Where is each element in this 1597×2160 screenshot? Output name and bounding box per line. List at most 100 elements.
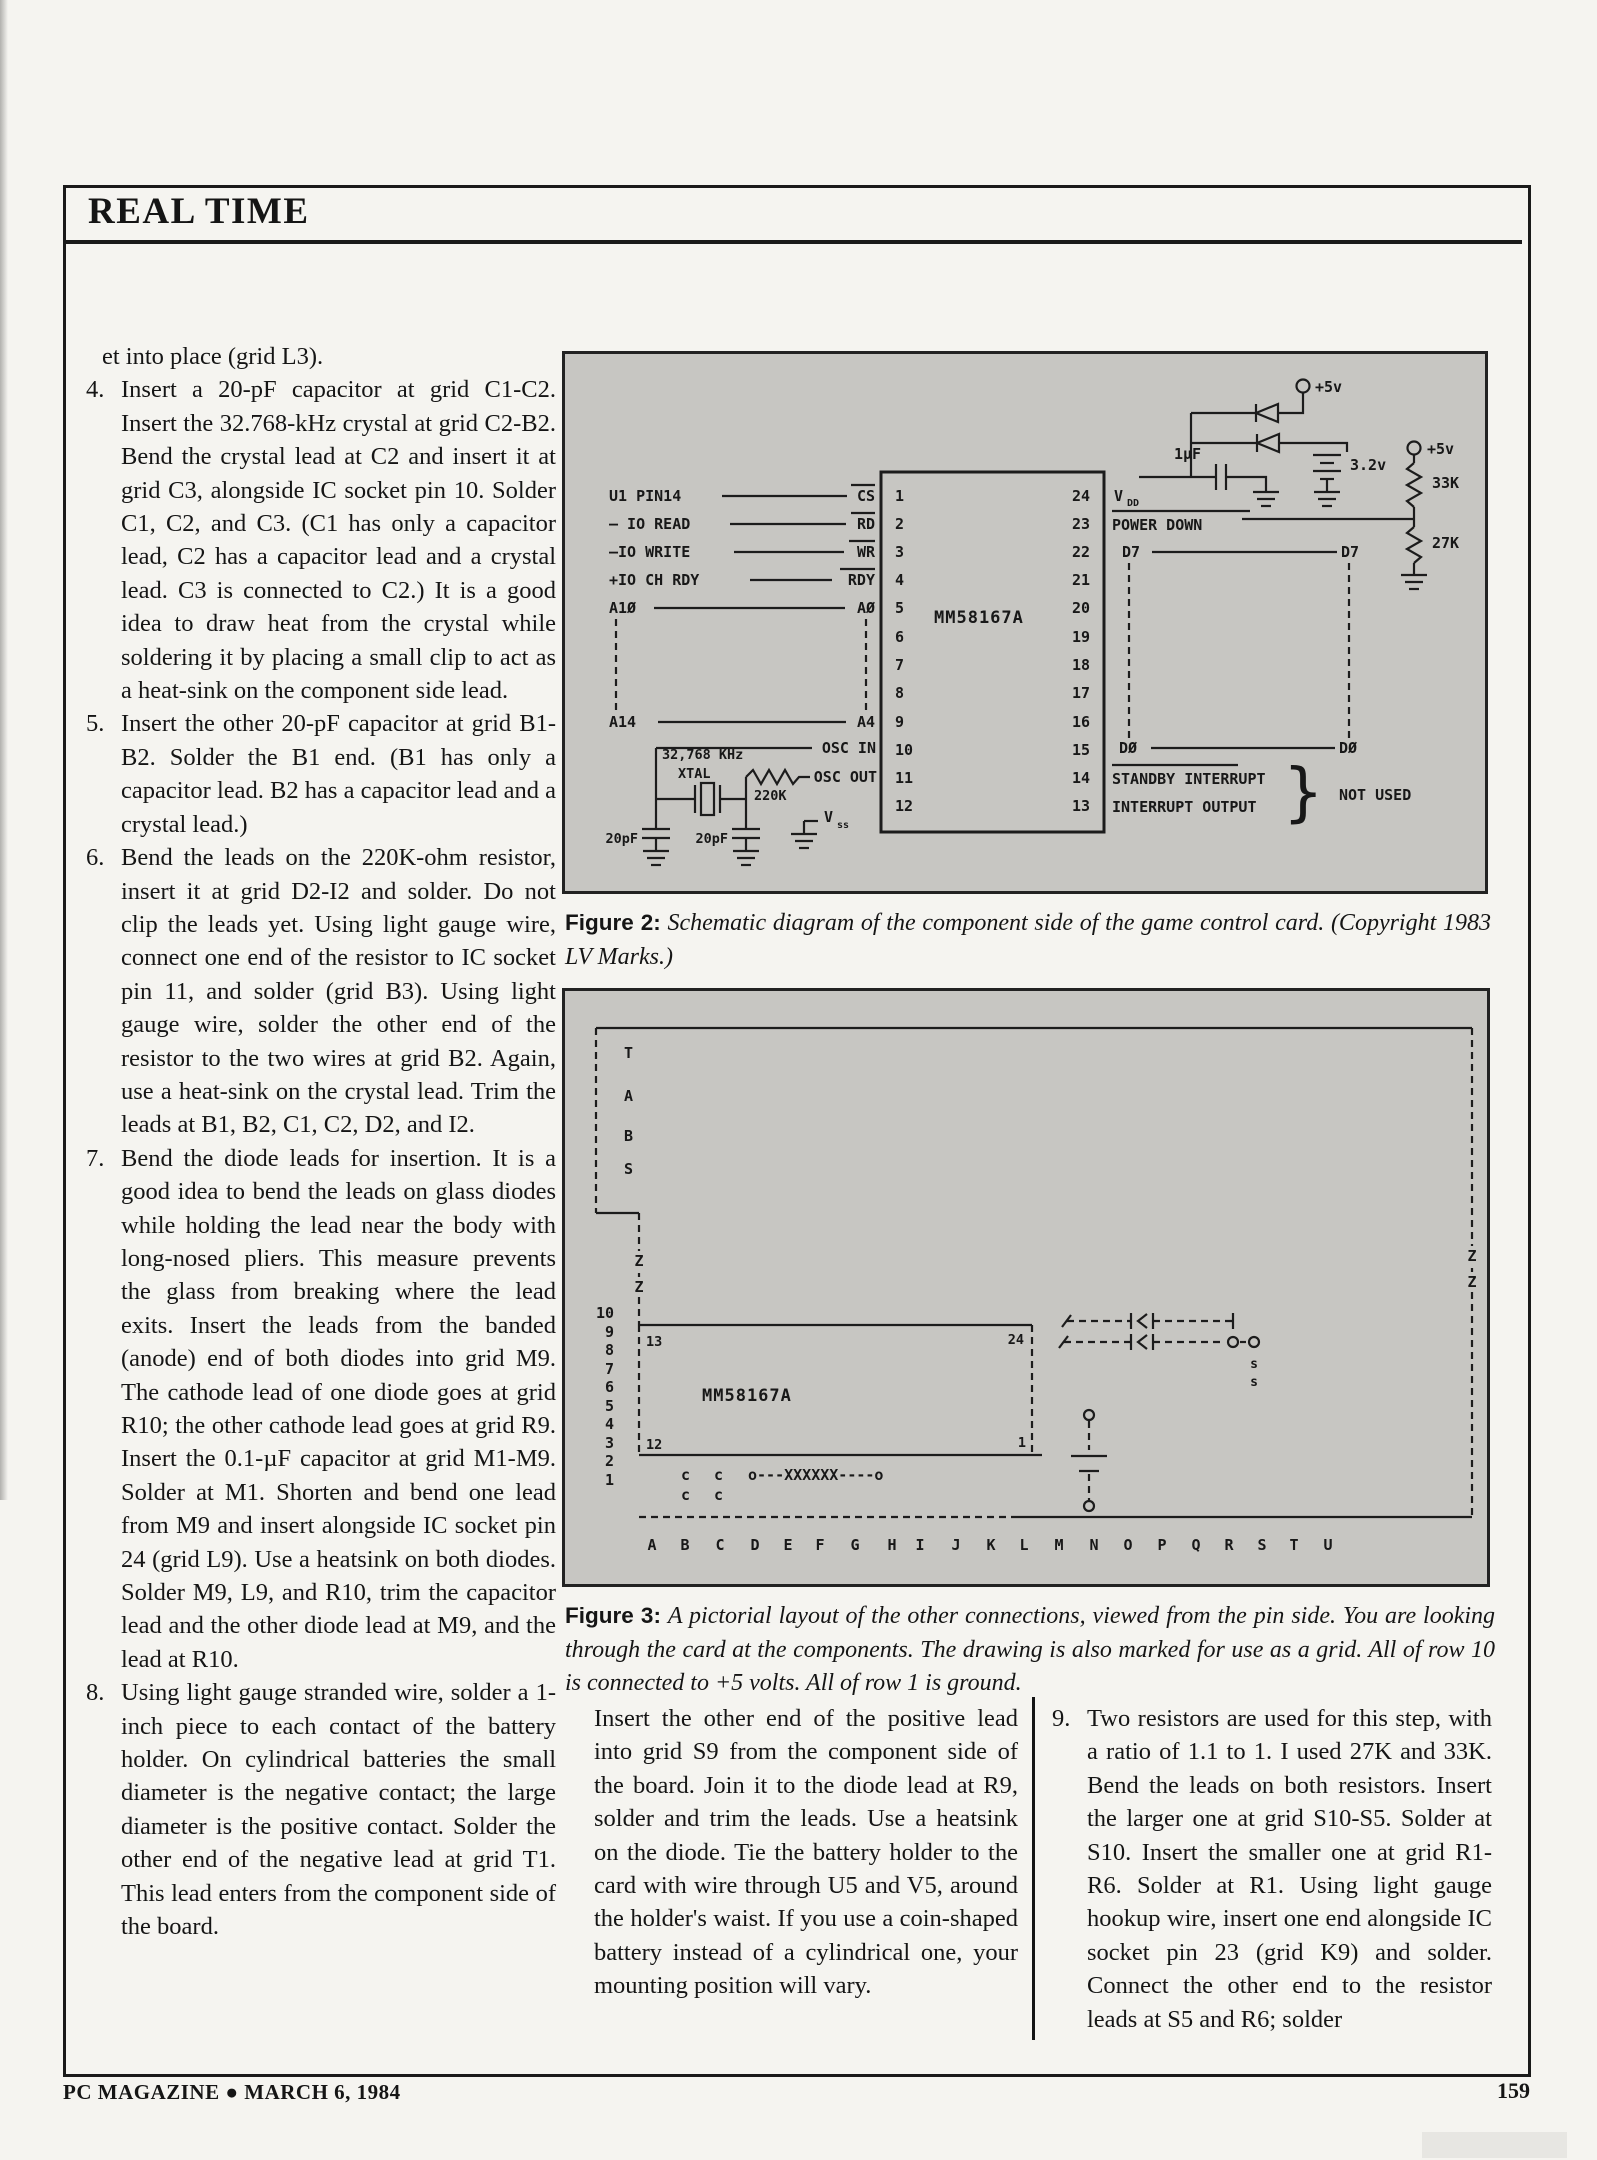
fig2-ic-chip: MM58167A (879, 470, 1106, 834)
footer-page-number: 159 (1497, 2078, 1530, 2103)
figure3-caption-text: A pictorial layout of the other connecti… (565, 1603, 1496, 1696)
figure3-layout: T A B S Z Z Z Z 10 9 8 7 6 5 4 3 2 1 (562, 988, 1490, 1587)
fig2-chip-label: MM58167A (934, 608, 1024, 628)
svg-text:2: 2 (895, 515, 904, 533)
svg-text:Z: Z (1467, 1273, 1476, 1291)
fig2-backup-power-circuit: +5v 3.2v (1139, 378, 1386, 508)
svg-text:6: 6 (895, 628, 904, 646)
svg-text:F: F (815, 1536, 824, 1554)
fig2-vdd-label: V (1114, 487, 1123, 505)
item-number: 8. (86, 1679, 105, 1707)
item-text: Using light gauge stranded wire, solder … (121, 1679, 556, 1941)
fig2-wr-label: WR (857, 543, 876, 561)
fig2-220k-label: 220K (754, 788, 787, 804)
item-text: Bend the diode leads for insertion. It i… (121, 1144, 556, 1673)
fig2-signal-a10: A1Ø (609, 599, 636, 617)
svg-text:Z: Z (634, 1278, 643, 1296)
fig3-capacitor-row: c c o---XXXXXX----o c c (681, 1466, 883, 1504)
fig2-battery-label: 3.2v (1350, 456, 1386, 474)
svg-text:R: R (1224, 1536, 1234, 1554)
figure2-caption: Figure 2: Schematic diagram of the compo… (565, 906, 1491, 974)
figure2-caption-text: Schematic diagram of the component side … (565, 910, 1492, 970)
svg-text:4: 4 (605, 1415, 614, 1433)
item-text: Two resistors are used for this step, wi… (1087, 1705, 1492, 2033)
fig2-plus5v-b: +5v (1427, 440, 1454, 458)
fig2-standby-label: STANDBY INTERRUPT (1112, 770, 1266, 788)
fig2-powerdown-label: POWER DOWN (1112, 516, 1202, 534)
fig2-a4-label: A4 (857, 713, 875, 731)
fig2-d0-right: DØ (1339, 739, 1357, 757)
paragraph-continuation: et into place (grid L3). (102, 343, 324, 370)
fig3-diode-rows: s s (1058, 1313, 1261, 1390)
fig2-d0-left: DØ (1119, 739, 1137, 757)
svg-text:S: S (624, 1160, 633, 1178)
svg-text:I: I (915, 1536, 924, 1554)
item-number: 6. (86, 844, 105, 872)
fig3-chip-label: MM58167A (702, 1386, 792, 1406)
svg-text:8: 8 (605, 1341, 614, 1359)
fig3-board-outline (594, 1026, 1474, 1519)
svg-text:19: 19 (1072, 628, 1090, 646)
svg-text:17: 17 (1072, 684, 1090, 702)
svg-text:O: O (1123, 1536, 1132, 1554)
figure2-caption-label: Figure 2: (565, 910, 661, 935)
list-item-4: 4. Insert a 20-pF capacitor at grid C1-C… (86, 373, 556, 707)
svg-text:10: 10 (895, 741, 913, 759)
fig2-rdy-label: RDY (848, 571, 875, 589)
figure2-schematic: MM58167A 1 2 3 4 5 6 7 8 9 10 11 12 24 2… (562, 351, 1488, 894)
svg-text:G: G (850, 1536, 859, 1554)
middle-column: Insert the other end of the positive lea… (594, 1702, 1018, 2003)
item-text: Bend the leads on the 220K-ohm resistor,… (121, 844, 556, 1139)
svg-text:7: 7 (895, 656, 904, 674)
fig2-d7-left: D7 (1122, 543, 1140, 561)
fig2-signal-a14: A14 (609, 713, 636, 731)
svg-text:18: 18 (1072, 656, 1090, 674)
svg-text:24: 24 (1072, 487, 1090, 505)
fig2-cs-label: CS (857, 487, 875, 505)
svg-text:1: 1 (605, 1471, 614, 1489)
svg-text:9: 9 (605, 1323, 614, 1341)
left-column: et into place (grid L3). 4. Insert a 20-… (86, 340, 556, 1944)
svg-text:Z: Z (634, 1252, 643, 1270)
item-number: 5. (86, 710, 105, 738)
svg-text:B: B (680, 1536, 689, 1554)
svg-text:20: 20 (1072, 599, 1090, 617)
svg-text:5: 5 (895, 599, 904, 617)
fig3-ic-chip: 13 24 12 1 MM58167A (637, 1323, 1042, 1457)
header-rule (66, 188, 1522, 244)
svg-text:J: J (951, 1536, 960, 1554)
svg-text:9: 9 (895, 713, 904, 731)
fig3-pin12: 12 (646, 1437, 662, 1453)
fig2-signal-ioread: – IO READ (609, 515, 690, 533)
fig2-d7-right: D7 (1341, 543, 1359, 561)
scan-edge-shadow (0, 0, 8, 1500)
fig3-column-letters: A B C D E F G H I J K L M N O P Q R S T … (647, 1536, 1332, 1554)
fig2-27k-label: 27K (1432, 534, 1459, 552)
column-divider (1032, 1697, 1035, 2040)
fig2-signal-iowrite: –IO WRITE (609, 543, 690, 561)
svg-text:T: T (1289, 1536, 1298, 1554)
article-frame (63, 185, 1531, 2077)
fig3-pin24: 24 (1008, 1332, 1024, 1348)
svg-text:A: A (647, 1536, 656, 1554)
fig2-crystal-circuit: 32,768 KHz XTAL 220K 20pF 20pF (605, 746, 849, 867)
fig2-vss-sub: ss (837, 820, 849, 831)
page-title: REAL TIME (88, 191, 310, 232)
fig2-plus5v-a: +5v (1315, 378, 1342, 396)
svg-text:8: 8 (895, 684, 904, 702)
fig2-intout-label: INTERRUPT OUTPUT (1112, 798, 1257, 816)
figure3-caption-label: Figure 3: (565, 1603, 661, 1628)
svg-text:E: E (783, 1536, 792, 1554)
svg-text:c: c (714, 1466, 723, 1484)
fig3-z-letters: Z Z Z Z (630, 1243, 1480, 1300)
fig2-oscin-label: OSC IN (822, 739, 876, 757)
svg-text:22: 22 (1072, 543, 1090, 561)
svg-text:12: 12 (895, 797, 913, 815)
footer-magazine-date: PC MAGAZINE ● MARCH 6, 1984 (63, 2080, 401, 2104)
list-item-9: 9. Two resistors are used for this step,… (1052, 1702, 1492, 2036)
paragraph: Insert the other end of the positive lea… (594, 1705, 1018, 2000)
svg-text:4: 4 (895, 571, 904, 589)
fig2-notused-label: NOT USED (1339, 786, 1411, 804)
list-item-5: 5. Insert the other 20-pF capacitor at g… (86, 707, 556, 841)
figure3-caption: Figure 3: A pictorial layout of the othe… (565, 1599, 1495, 1701)
